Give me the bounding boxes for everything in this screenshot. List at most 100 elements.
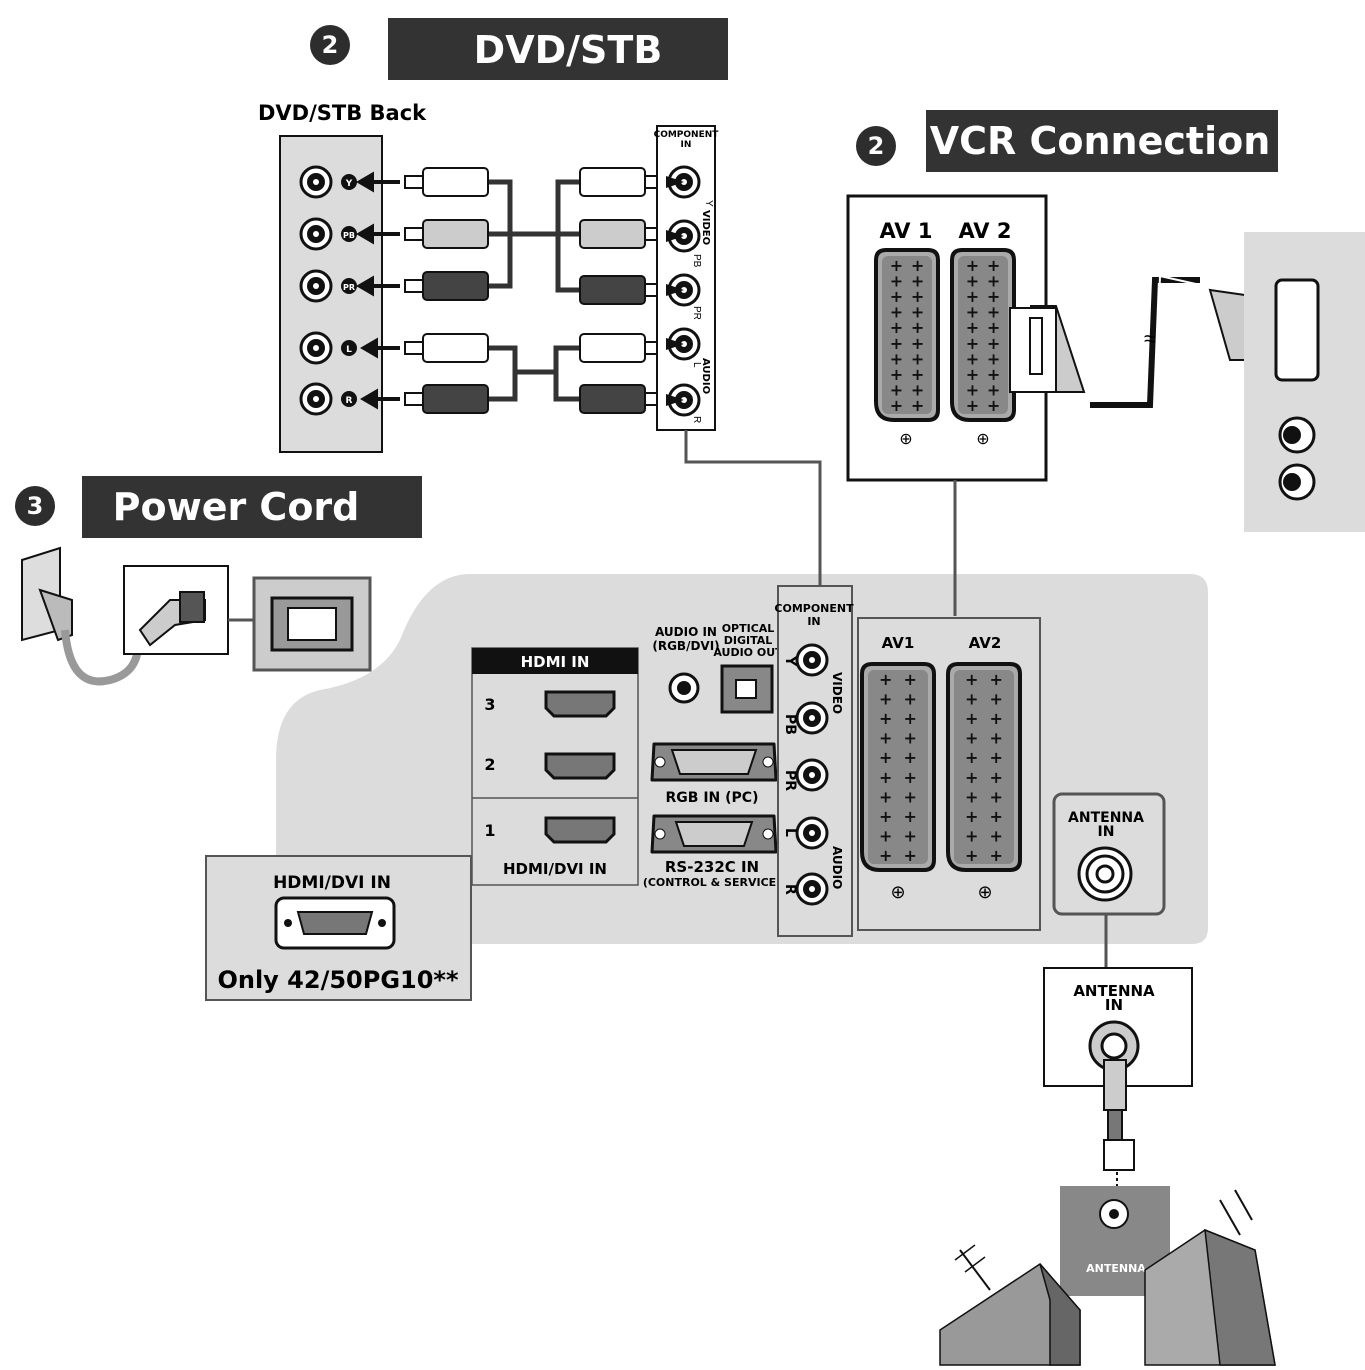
svg-text:+: + xyxy=(966,287,979,306)
svg-text:VIDEO: VIDEO xyxy=(700,210,711,245)
model-note: Only 42/50PG10** xyxy=(217,966,459,994)
svg-text:Y: Y xyxy=(703,200,714,207)
vcr-step-number: 2 xyxy=(868,132,885,160)
svg-text:+: + xyxy=(987,396,1000,415)
svg-text:+: + xyxy=(911,272,924,291)
svg-text:+: + xyxy=(890,256,903,275)
tv-component-header-2: IN xyxy=(807,615,820,628)
tv-av1-label: AV1 xyxy=(882,634,915,652)
component-link-line xyxy=(684,430,822,590)
svg-text:+: + xyxy=(879,807,892,826)
svg-text:+: + xyxy=(966,334,979,353)
svg-text:+: + xyxy=(987,303,1000,322)
tv-antenna-port[interactable] xyxy=(1077,846,1133,902)
tv-component-y-jack[interactable] xyxy=(795,643,829,677)
svg-text:+: + xyxy=(904,846,917,865)
svg-text:+: + xyxy=(966,303,979,322)
optical-label-1: OPTICAL xyxy=(722,622,775,635)
svg-text:+: + xyxy=(987,287,1000,306)
svg-text:+: + xyxy=(990,709,1003,728)
hdmi-ports xyxy=(544,690,616,844)
svg-text:IN: IN xyxy=(681,140,692,150)
svg-text:PB: PB xyxy=(343,231,355,240)
dvd-title-bar xyxy=(388,18,728,80)
svg-text:+: + xyxy=(965,670,978,689)
svg-text:+: + xyxy=(965,709,978,728)
rgb-in-port[interactable] xyxy=(650,742,778,782)
hdmi-port-2[interactable] xyxy=(544,752,616,780)
svg-text:Y: Y xyxy=(782,655,798,667)
svg-text:+: + xyxy=(890,303,903,322)
vcr-section-header: 2 VCR Connection xyxy=(856,110,1278,172)
svg-text:+: + xyxy=(904,748,917,767)
svg-text:R: R xyxy=(346,396,353,406)
optical-label-3: AUDIO OUT xyxy=(713,646,783,659)
svg-text:+: + xyxy=(890,365,903,384)
component-header-external: COMPONENT xyxy=(654,130,720,140)
tv-component-header-1: COMPONENT xyxy=(774,602,854,615)
tv-av2-label: AV2 xyxy=(969,634,1002,652)
svg-text:+: + xyxy=(904,690,917,709)
svg-text:PR: PR xyxy=(691,306,702,320)
vcr-title-bar xyxy=(926,110,1278,172)
svg-text:+: + xyxy=(990,748,1003,767)
dvd-back-jacks: Y PB PR L R xyxy=(299,165,357,416)
antenna-inset-label-2: IN xyxy=(1105,996,1123,1014)
power-step-number: 3 xyxy=(27,492,44,520)
tv-component-r-jack[interactable] xyxy=(795,872,829,906)
svg-text:+: + xyxy=(911,349,924,368)
svg-text:+: + xyxy=(904,768,917,787)
tv-av2-scart[interactable]: ++++++++++++++++++++ xyxy=(946,662,1022,872)
svg-text:+: + xyxy=(965,846,978,865)
vcr-title: VCR Connection xyxy=(930,119,1271,163)
hdmi-port-3[interactable] xyxy=(544,690,616,718)
svg-text:+: + xyxy=(990,729,1003,748)
step-2-icon xyxy=(310,25,350,65)
svg-text:⊕: ⊕ xyxy=(976,431,989,448)
optical-label-2: DIGITAL xyxy=(724,634,773,647)
audio-in-sublabel: (RGB/DVI) xyxy=(652,639,719,653)
hdmi-port-1[interactable] xyxy=(544,816,616,844)
svg-text:+: + xyxy=(987,318,1000,337)
svg-text:+: + xyxy=(966,318,979,337)
audio-in-jack[interactable] xyxy=(668,672,700,704)
tv-component-l-jack[interactable] xyxy=(795,816,829,850)
tv-component-pr-jack[interactable] xyxy=(795,758,829,792)
vcr-av1-label: AV 1 xyxy=(879,219,932,243)
rs232-port[interactable] xyxy=(650,814,778,854)
tv-av1-scart[interactable]: ++++++++++++++++++++ xyxy=(860,662,936,872)
svg-text:+: + xyxy=(904,807,917,826)
svg-text:+: + xyxy=(965,787,978,806)
hdmi-dvi-inset-title: HDMI/DVI IN xyxy=(273,873,391,893)
dvd-step-number: 2 xyxy=(322,31,339,59)
tv-component-pb-jack[interactable] xyxy=(795,701,829,735)
svg-text:+: + xyxy=(987,334,1000,353)
svg-text:+: + xyxy=(965,729,978,748)
svg-text:⊕: ⊕ xyxy=(899,431,912,448)
power-section-header: 3 Power Cord xyxy=(15,476,422,538)
tv-video-label: VIDEO xyxy=(830,672,844,714)
svg-text:L: L xyxy=(691,362,702,368)
svg-text:+: + xyxy=(990,768,1003,787)
buildings-illustration xyxy=(939,1189,1276,1366)
svg-text:+: + xyxy=(990,807,1003,826)
dvd-arrows xyxy=(356,171,400,410)
svg-text:⊕: ⊕ xyxy=(977,882,992,902)
svg-text:PB: PB xyxy=(782,714,798,735)
dvd-title: DVD/STB xyxy=(474,28,663,72)
svg-text:+: + xyxy=(904,709,917,728)
svg-text:+: + xyxy=(965,826,978,845)
svg-text:+: + xyxy=(911,365,924,384)
svg-text:PB: PB xyxy=(691,254,702,268)
power-outlet-illustration xyxy=(21,546,372,686)
svg-text:+: + xyxy=(990,670,1003,689)
dvd-section-header: 2 DVD/STB xyxy=(310,18,728,80)
svg-text:L: L xyxy=(346,345,352,355)
svg-text:+: + xyxy=(904,787,917,806)
tv-antenna-label-2: IN xyxy=(1098,824,1115,840)
vcr-av2-label: AV 2 xyxy=(958,219,1011,243)
vcr-scart-port xyxy=(1274,278,1320,382)
vcr-av2-scart: ++++++++++++++++++++ xyxy=(950,248,1016,422)
svg-text:+: + xyxy=(966,365,979,384)
